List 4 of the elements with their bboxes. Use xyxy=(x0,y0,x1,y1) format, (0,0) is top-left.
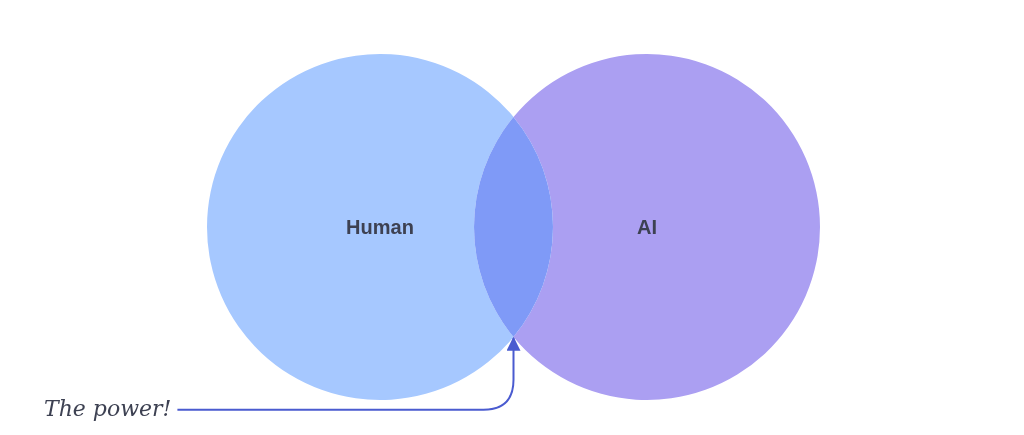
arrow xyxy=(176,336,521,411)
circle-label: Human xyxy=(346,216,414,238)
circle-label: AI xyxy=(637,216,657,238)
annotation-text: The power! xyxy=(44,396,172,421)
